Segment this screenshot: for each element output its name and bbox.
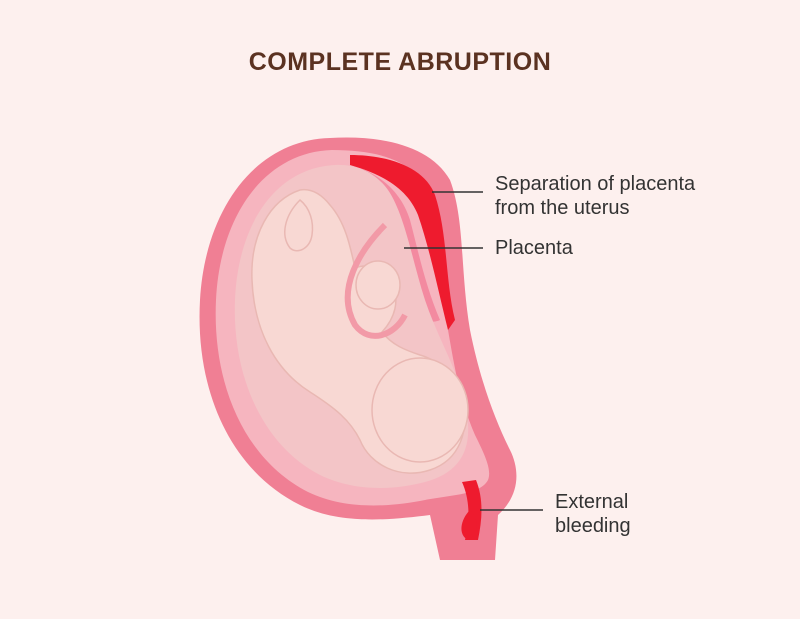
diagram-title: COMPLETE ABRUPTION [248, 48, 552, 76]
label-placenta: Placenta [495, 237, 573, 259]
label-separation: Separation of placenta from the uterus [495, 172, 695, 220]
label-separation-line1: Separation of placenta [495, 173, 696, 195]
cervical-blood [462, 480, 482, 540]
fetus-hand [355, 260, 401, 310]
label-external-bleeding-line2: bleeding [555, 515, 631, 537]
label-external-bleeding: External bleeding [555, 490, 631, 538]
separation-blood [350, 155, 455, 330]
fetus-foot [284, 198, 314, 252]
external-bleeding-drop [461, 510, 477, 540]
label-external-bleeding-line1: External [555, 491, 629, 513]
umbilical-cord [344, 222, 408, 339]
fetus-head [371, 357, 469, 463]
label-separation-line2: from the uterus [495, 197, 630, 219]
